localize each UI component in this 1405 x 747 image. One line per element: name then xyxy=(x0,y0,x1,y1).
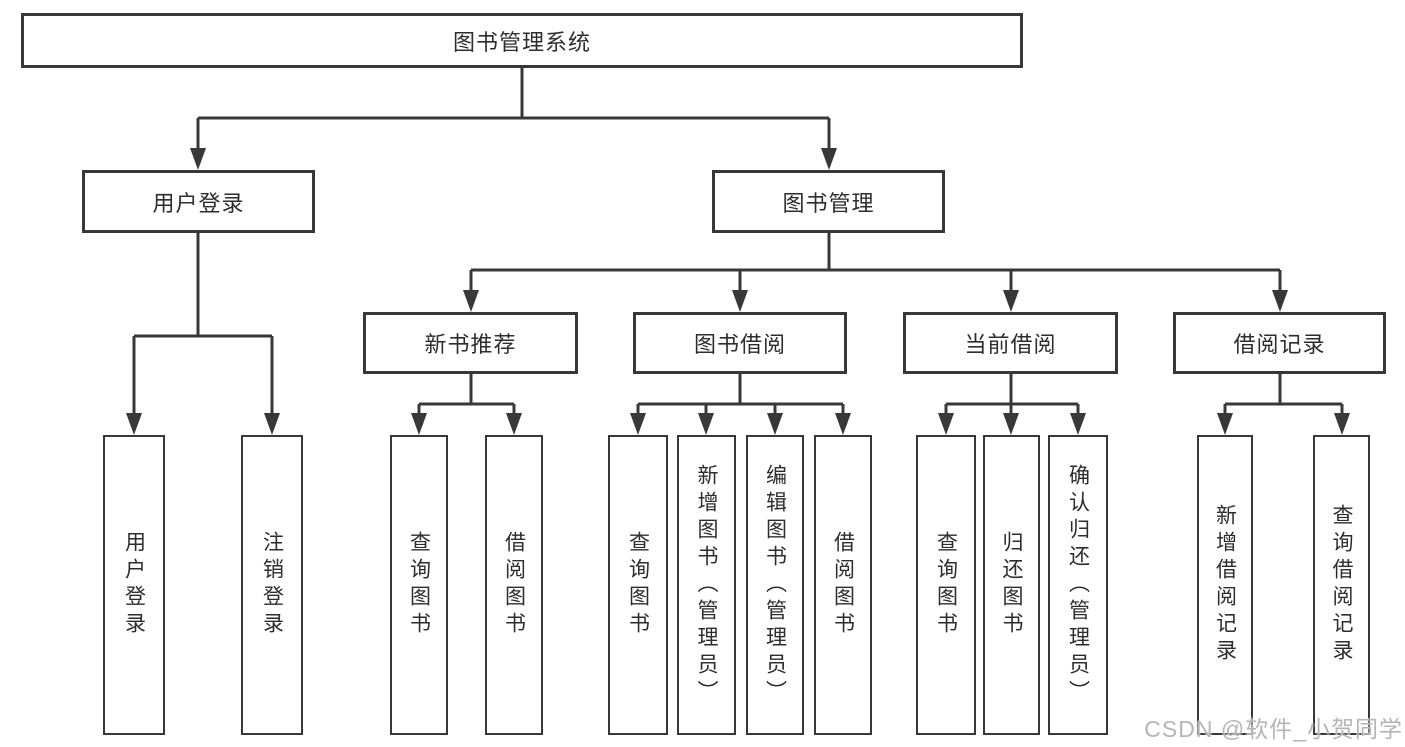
node-current-borrowing: 当前借阅 xyxy=(903,312,1118,374)
node-label: 归还图书 xyxy=(1000,531,1023,639)
node-label: 用户登录 xyxy=(122,531,146,639)
leaf-bb-borrow-books: 借阅图书 xyxy=(814,435,872,735)
node-label: 查询图书 xyxy=(407,531,431,639)
leaf-nbr-query-books: 查询图书 xyxy=(390,435,448,735)
leaf-cb-confirm-return-admin: 确认归还（管理员） xyxy=(1048,435,1108,735)
node-library-management-system: 图书管理系统 xyxy=(21,13,1023,68)
leaf-bb-edit-books-admin: 编辑图书（管理员） xyxy=(746,435,804,735)
node-new-book-recommend: 新书推荐 xyxy=(363,312,578,374)
watermark: CSDN @软件_小贺同学 xyxy=(1144,716,1403,742)
leaf-bb-add-books-admin: 新增图书（管理员） xyxy=(677,435,736,735)
node-book-borrowing: 图书借阅 xyxy=(633,312,847,374)
leaf-br-add-record: 新增借阅记录 xyxy=(1197,435,1253,735)
node-label: 当前借阅 xyxy=(964,332,1057,357)
leaf-bb-query-books: 查询图书 xyxy=(608,435,668,735)
node-borrowing-records: 借阅记录 xyxy=(1173,312,1386,374)
leaf-nbr-borrow-books: 借阅图书 xyxy=(485,435,543,735)
node-label: 新书推荐 xyxy=(424,332,517,357)
node-book-management: 图书管理 xyxy=(712,170,945,233)
arrowheads xyxy=(126,148,1350,435)
node-label: 查询图书 xyxy=(626,531,650,639)
leaf-cb-return-books: 归还图书 xyxy=(983,435,1040,735)
node-user-login: 用户登录 xyxy=(82,170,315,233)
node-label: 图书管理 xyxy=(782,190,875,216)
leaf-logout: 注销登录 xyxy=(241,435,303,735)
node-label: 编辑图书（管理员） xyxy=(763,463,787,707)
node-label: 借阅记录 xyxy=(1233,332,1326,357)
node-label: 新增图书（管理员） xyxy=(695,463,718,707)
node-label: 确认归还（管理员） xyxy=(1066,463,1090,707)
node-label: 借阅图书 xyxy=(831,531,855,639)
node-label: 注销登录 xyxy=(260,531,284,639)
leaf-cb-query-books: 查询图书 xyxy=(916,435,976,735)
node-label: 用户登录 xyxy=(152,190,245,216)
node-label: 图书管理系统 xyxy=(452,29,591,55)
node-label: 借阅图书 xyxy=(502,531,526,639)
node-label: 查询图书 xyxy=(934,531,958,639)
node-label: 图书借阅 xyxy=(693,332,786,357)
leaf-user-login: 用户登录 xyxy=(103,435,165,735)
leaf-br-query-record: 查询借阅记录 xyxy=(1313,435,1370,735)
node-label: 新增借阅记录 xyxy=(1213,504,1237,666)
node-label: 查询借阅记录 xyxy=(1330,504,1353,666)
